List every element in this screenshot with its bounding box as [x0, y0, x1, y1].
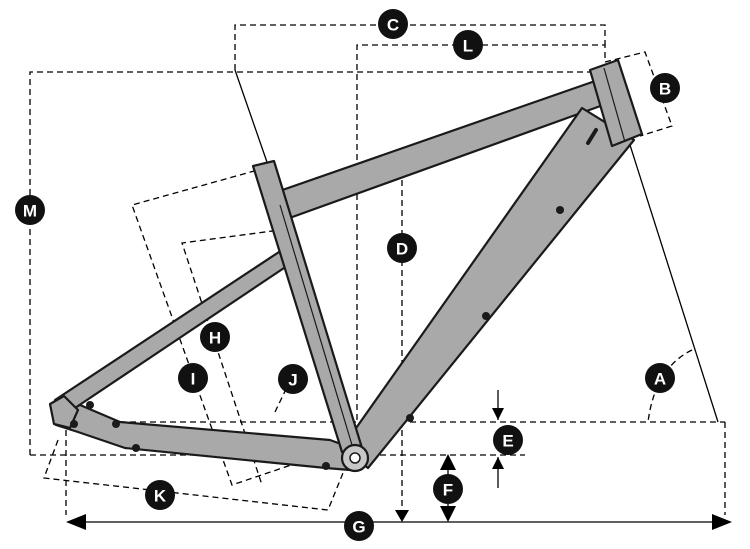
badge-g: G: [344, 511, 374, 541]
badge-g-text: G: [352, 518, 365, 537]
badge-k-text: K: [154, 487, 167, 506]
dim-g-arrowhead-right: [712, 514, 732, 530]
badge-i-text: I: [191, 370, 196, 389]
badge-m: M: [15, 195, 45, 225]
badge-b: B: [650, 73, 680, 103]
head-tube: [588, 58, 644, 148]
badge-a: A: [645, 363, 675, 393]
dim-e-arrowhead-bottom: [492, 457, 504, 469]
head-angle-line: [629, 144, 719, 423]
dim-e-arrowhead-top: [492, 408, 504, 420]
bolt-5: [112, 420, 120, 428]
dim-c-line: [234, 24, 606, 70]
head-tube-detail: [603, 67, 626, 143]
badge-l-text: L: [463, 37, 473, 56]
bolt-1: [556, 206, 564, 214]
dim-h-line: [181, 227, 296, 486]
bolt-7: [132, 444, 140, 452]
bolt-4: [86, 401, 94, 409]
dim-k-line: [43, 439, 346, 511]
bolt-8: [322, 462, 330, 470]
badge-b-text: B: [659, 80, 671, 99]
badge-l: L: [453, 30, 483, 60]
badge-k: K: [145, 480, 175, 510]
badge-e-text: E: [502, 432, 513, 451]
bottom-bracket-axle: [349, 452, 361, 464]
bike-frame: [48, 58, 644, 473]
bolt-3: [406, 414, 414, 422]
badge-j-text: J: [288, 371, 297, 390]
seat-stay: [53, 248, 292, 412]
seat-tube-detail: [279, 204, 353, 446]
badge-e: E: [493, 425, 523, 455]
bolt-2: [482, 312, 490, 320]
bolt-6: [70, 420, 78, 428]
badge-d-text: D: [396, 240, 408, 259]
dim-g-arrowhead-left: [66, 514, 86, 530]
dim-m-line: [29, 71, 605, 455]
badge-i: I: [178, 363, 208, 393]
badge-c: C: [378, 9, 408, 39]
dim-d-arrowhead-bottom: [395, 510, 409, 522]
badge-d: D: [387, 233, 417, 263]
badge-h-text: H: [209, 329, 221, 348]
dim-i-line: [131, 167, 301, 486]
dim-l-line: [356, 44, 606, 420]
label-badges: C L B M D H I J: [15, 9, 680, 541]
seat-angle-line: [234, 69, 269, 166]
badge-h: H: [200, 322, 230, 352]
badge-m-text: M: [23, 202, 37, 221]
chainstay: [54, 403, 354, 472]
badge-j: J: [278, 364, 308, 394]
dim-f-arrowhead-bottom: [440, 506, 456, 522]
badge-c-text: C: [387, 16, 399, 35]
badge-a-text: A: [654, 370, 666, 389]
dim-f-arrowhead-top: [440, 454, 456, 470]
cable-port: [586, 128, 598, 145]
badge-f-text: F: [443, 481, 453, 500]
rear-dropout: [48, 394, 80, 430]
badge-f: F: [433, 474, 463, 504]
